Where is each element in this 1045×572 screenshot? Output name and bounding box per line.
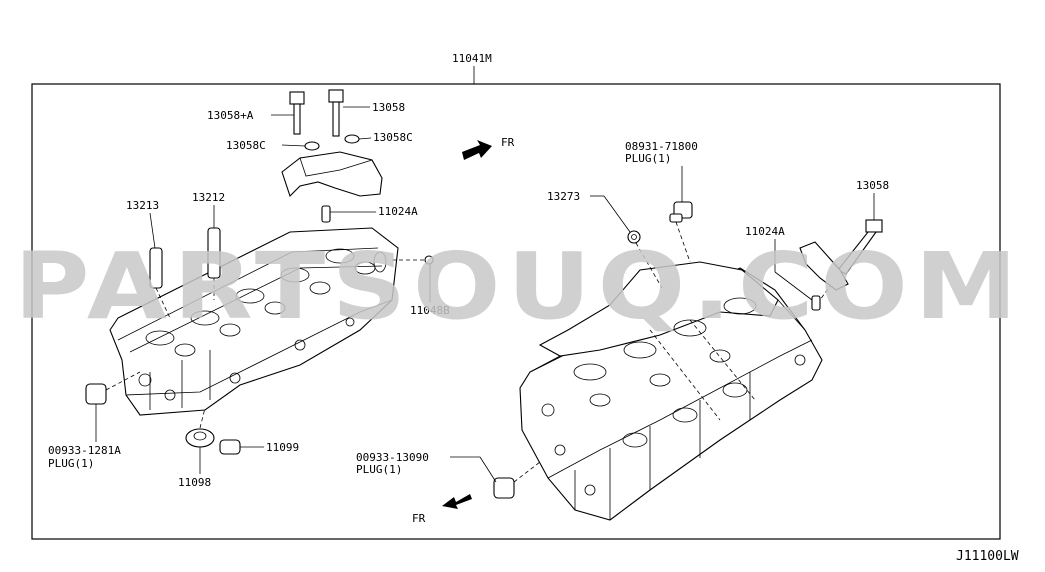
callout-00933-13090[interactable]: 00933-13090 (356, 451, 429, 464)
callout-08931-71800[interactable]: 08931-71800 (625, 140, 698, 153)
callout-08931-71800-note: PLUG(1) (625, 152, 671, 165)
fr-label-bottom[interactable]: FR (412, 512, 426, 525)
callout-13058c-right[interactable]: 13058C (373, 131, 413, 144)
callout-13058c-left[interactable]: 13058C (226, 139, 266, 152)
assembly-label[interactable]: 11041M (452, 52, 492, 65)
cam-bracket-left (281, 151, 383, 198)
dowel-11024a-left (321, 205, 331, 223)
callout-11099[interactable]: 11099 (266, 441, 299, 454)
callout-11098[interactable]: 11098 (178, 476, 211, 489)
gasket-13273 (627, 230, 663, 289)
bolt-13058-right (819, 219, 883, 301)
plug-00933-13090 (493, 461, 541, 499)
callout-00933-13090-note: PLUG(1) (356, 463, 402, 476)
washer-13058c-right (344, 134, 360, 144)
assembly-frame (31, 83, 1001, 540)
seal-11099 (219, 439, 241, 455)
callout-11048b[interactable]: 11048B (410, 304, 450, 317)
plug-08931-71800 (669, 201, 693, 263)
watermark: PARTSOUQ.COM (14, 233, 1024, 340)
cam-bracket-right (799, 241, 849, 291)
fr-arrow-top (462, 140, 492, 160)
fr-label-top[interactable]: FR (501, 136, 515, 149)
bolt-13058a (289, 91, 305, 135)
fr-arrow-bottom (442, 494, 472, 509)
callout-13058-right[interactable]: 13058 (856, 179, 889, 192)
callout-13273[interactable]: 13273 (547, 190, 580, 203)
cylinder-head-left (109, 227, 399, 416)
diagram-code: J11100LW (956, 549, 1019, 564)
bolt-13058-top (328, 89, 344, 137)
callout-00933-1281a[interactable]: 00933-1281A (48, 444, 121, 457)
callout-13212[interactable]: 13212 (192, 191, 225, 204)
callout-11024a-right[interactable]: 11024A (745, 225, 785, 238)
callout-00933-1281a-note: PLUG(1) (48, 457, 94, 470)
washer-13058c-left (304, 141, 320, 151)
callout-13213[interactable]: 13213 (126, 199, 159, 212)
seal-11098 (185, 407, 215, 448)
cylinder-head-right (519, 261, 823, 521)
callout-11024a-left[interactable]: 11024A (378, 205, 418, 218)
dowel-11024a-right (811, 295, 821, 311)
plug-11048b (392, 255, 434, 265)
callout-13058a[interactable]: 13058+A (207, 109, 254, 122)
callout-13058-top[interactable]: 13058 (372, 101, 405, 114)
